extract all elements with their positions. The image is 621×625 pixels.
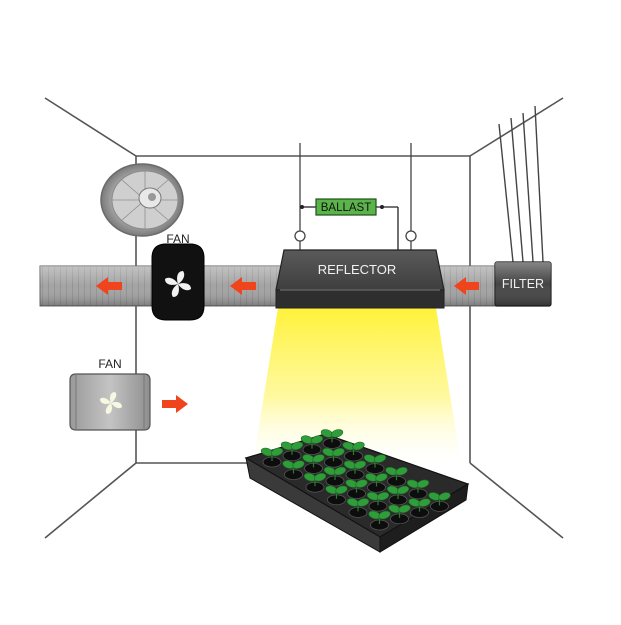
seedling-leaf: [418, 498, 431, 507]
seedling-leaf: [270, 447, 284, 457]
seedling-leaf: [356, 498, 370, 507]
airflow-arrow-icon: [230, 277, 256, 295]
seedling-leaf: [373, 454, 387, 463]
seedling-leaf: [352, 441, 365, 451]
seedling-leaf: [416, 479, 430, 488]
seedling-leaf: [312, 454, 325, 463]
seedling-leaf: [355, 479, 368, 488]
seedling-leaf: [335, 485, 348, 494]
seedling-leaf: [330, 429, 344, 438]
filter-wires: [498, 105, 544, 263]
filter-label: FILTER: [502, 277, 544, 291]
reflector-label: REFLECTOR: [318, 262, 397, 277]
oscillating-fan-icon: [100, 163, 184, 237]
seedling-leaf: [332, 448, 345, 457]
seedling-leaf: [292, 460, 305, 469]
wall-fan-icon: [100, 392, 122, 414]
seedling-leaf: [376, 492, 390, 501]
airflow-arrow-icon: [162, 395, 188, 413]
tray-cells: [260, 429, 451, 531]
ballast-label: BALLAST: [321, 202, 372, 214]
wall-fan-label: FAN: [98, 357, 121, 371]
wall-fan: FAN: [69, 357, 151, 431]
filter: FILTER: [494, 261, 552, 307]
seedling-leaf: [395, 467, 408, 476]
seedling-leaf: [378, 510, 391, 520]
seedling-leaf: [398, 504, 411, 513]
seedling-leaf: [310, 435, 324, 444]
inline-fan-label: FAN: [166, 232, 189, 246]
seedling-leaf: [290, 441, 304, 450]
seedling-leaf: [438, 492, 451, 501]
seedling-leaf: [313, 473, 327, 482]
reflector-hangers: [294, 143, 417, 250]
reflector: REFLECTOR: [275, 249, 445, 309]
ballast: BALLAST: [300, 198, 399, 250]
inline-fan: FAN: [151, 232, 205, 321]
seedling-tray: [244, 429, 470, 553]
inline-fan-icon: [165, 271, 191, 297]
airflow-arrow-icon: [454, 277, 479, 295]
airflow-arrow-icon: [96, 277, 122, 295]
airflow-arrows: [96, 277, 479, 413]
seedling-leaf: [353, 460, 367, 469]
light-beam: [252, 308, 462, 470]
seedling-leaf: [375, 473, 388, 482]
seedling-leaf: [396, 485, 410, 495]
seedling-leaf: [333, 466, 347, 476]
